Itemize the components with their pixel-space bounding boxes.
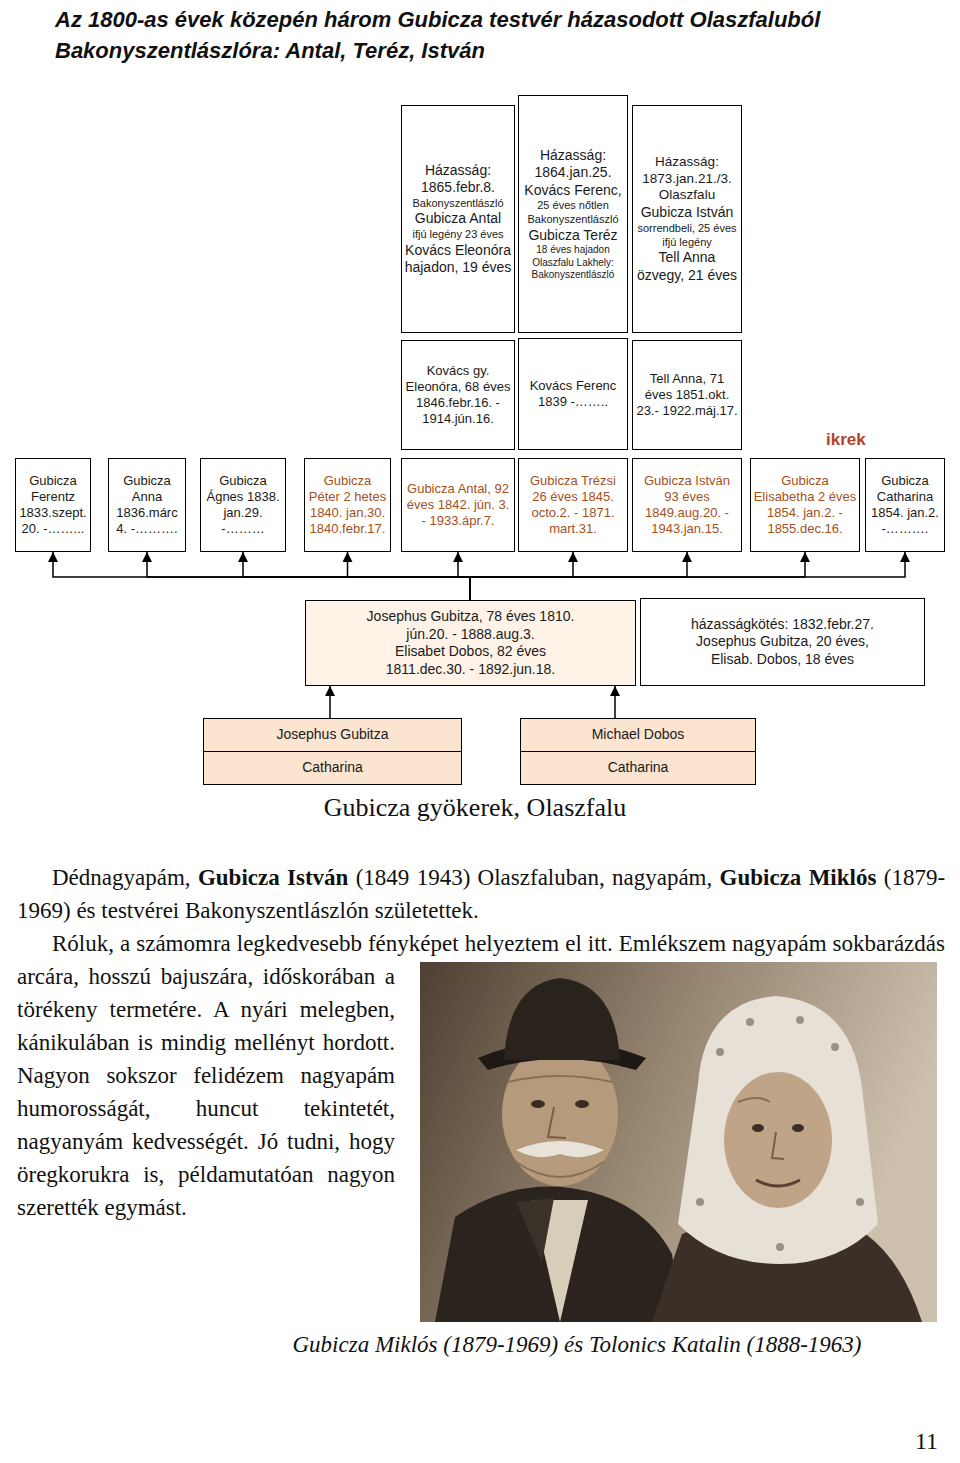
- connector: [329, 686, 331, 718]
- family-box: Kovács Ferenc 1839 -……..: [518, 338, 628, 450]
- family-box: házasságkötés: 1832.febr.27. Josephus Gu…: [640, 598, 925, 686]
- box-text: Gubicza Teréz: [521, 227, 625, 245]
- family-box: Gubicza Péter 2 hetes 1840. jan.30. 1840…: [304, 458, 391, 552]
- paragraph: Dédnagyapám, Gubicza István (1849 1943) …: [17, 861, 945, 927]
- page-number: 11: [915, 1428, 938, 1455]
- family-box: Josephus Gubitza, 78 éves 1810. jún.20. …: [305, 600, 636, 686]
- connector: [614, 686, 616, 718]
- body-text: (1849 1943) Olaszfaluban, nagyapám,: [356, 865, 713, 890]
- annotation: ikrek: [826, 430, 866, 450]
- box-text: 18 éves hajadon Olaszfalu Lakhely: Bakon…: [521, 244, 625, 282]
- family-box: Gubicza Elisabetha 2 éves 1854. jan.2. -…: [750, 458, 860, 552]
- box-text: Josephus Gubitza, 78 éves 1810. jún.20. …: [363, 608, 578, 643]
- diagram-caption: Gubicza gyökerek, Olaszfalu: [0, 792, 950, 824]
- box-text: Kovács gy. Eleonóra, 68 éves 1846.febr.1…: [404, 363, 512, 428]
- box-text: Házasság: 1864.jan.25.: [521, 147, 625, 182]
- connector: [53, 552, 470, 600]
- box-text: Kovács Eleonóra hajadon, 19 éves: [404, 242, 512, 277]
- body-text: Gubicza Miklós: [720, 865, 877, 890]
- family-box: Gubicza Antal, 92 éves 1842. jún. 3. - 1…: [401, 458, 515, 552]
- family-box: Michael DobosCatharina: [520, 718, 756, 785]
- family-box: Gubicza Ferentz 1833.szept. 20. -……...: [15, 458, 91, 552]
- connector: [243, 552, 470, 600]
- paragraph: Róluk, a számomra legkedvesebb fényképet…: [17, 927, 945, 1224]
- photo-caption: Gubicza Miklós (1879-1969) és Tolonics K…: [200, 1330, 954, 1360]
- box-text: Tell Anna, 71 éves 1851.okt. 23.- 1922.m…: [635, 371, 739, 420]
- box-text: Tell Anna özvegy, 21 éves: [635, 249, 739, 284]
- body-text: Dédnagyapám,: [52, 865, 191, 890]
- portrait-photo: [420, 962, 937, 1322]
- body-text: Dédnagyapám, Gubicza István (1849 1943) …: [17, 861, 945, 1326]
- connector: [348, 552, 471, 600]
- box-text: Catharina: [204, 751, 461, 784]
- box-text: sorrendbeli, 25 éves ifjú legény: [635, 222, 739, 250]
- family-box: Gubicza Trézsi 26 éves 1845. octo.2. - 1…: [518, 458, 628, 552]
- box-text: Gubicza Trézsi 26 éves 1845. octo.2. - 1…: [521, 473, 625, 538]
- box-text: Bakonyszentlászló: [521, 213, 625, 227]
- family-box: Házasság: 1864.jan.25.Kovács Ferenc,25 é…: [518, 95, 628, 333]
- family-box: Gubicza Catharina 1854. jan.2. -……….: [865, 458, 945, 552]
- box-text: Gubicza Ágnes 1838. jan.29. -………: [203, 473, 283, 538]
- connector: [470, 552, 687, 600]
- box-text: Gubicza Elisabetha 2 éves 1854. jan.2. -…: [753, 473, 857, 538]
- family-box: Kovács gy. Eleonóra, 68 éves 1846.febr.1…: [401, 340, 515, 450]
- box-text: Kovács Ferenc 1839 -……..: [521, 378, 625, 411]
- connector: [470, 552, 805, 600]
- box-text: 25 éves nőtlen: [521, 199, 625, 213]
- connector: [470, 552, 905, 600]
- box-text: Gubicza Péter 2 hetes 1840. jan.30. 1840…: [307, 473, 388, 538]
- family-box: Gubicza Ágnes 1838. jan.29. -………: [200, 458, 286, 552]
- box-text: ifjú legény 23 éves: [404, 228, 512, 242]
- family-box: Gubicza István 93 éves 1849.aug.20. - 19…: [632, 458, 742, 552]
- family-box: Házasság: 1873.jan.21./3. OlaszfaluGubic…: [632, 105, 742, 333]
- box-text: Gubicza Ferentz 1833.szept. 20. -……...: [18, 473, 88, 538]
- box-text: Josephus Gubitza: [204, 719, 461, 751]
- box-text: Catharina: [521, 751, 755, 784]
- box-text: Gubicza István 93 éves 1849.aug.20. - 19…: [635, 473, 739, 538]
- connector: [470, 552, 573, 600]
- connector: [458, 552, 470, 600]
- box-text: házasságkötés: 1832.febr.27. Josephus Gu…: [678, 616, 888, 669]
- box-text: Gubicza Antal, 92 éves 1842. jún. 3. - 1…: [404, 481, 512, 530]
- box-text: Gubicza Catharina 1854. jan.2. -……….: [868, 473, 942, 538]
- box-text: Házasság: 1873.jan.21./3. Olaszfalu: [635, 154, 739, 205]
- family-box: Gubicza Anna 1836.márc 4. -……….: [108, 458, 186, 552]
- box-text: Bakonyszentlászló: [404, 197, 512, 211]
- family-box: Josephus GubitzaCatharina: [203, 718, 462, 785]
- box-text: Gubicza Anna 1836.márc 4. -……….: [111, 473, 183, 538]
- box-text: Michael Dobos: [521, 719, 755, 751]
- box-text: Gubicza Antal: [404, 210, 512, 228]
- body-text: Gubicza István: [198, 865, 348, 890]
- box-text: Kovács Ferenc,: [521, 182, 625, 200]
- family-box: Tell Anna, 71 éves 1851.okt. 23.- 1922.m…: [632, 340, 742, 450]
- box-text: Házasság: 1865.febr.8.: [404, 162, 512, 197]
- box-text: Elisabet Dobos, 82 éves 1811.dec.30. - 1…: [363, 643, 578, 678]
- box-text: Gubicza István: [635, 204, 739, 222]
- connector: [147, 552, 470, 600]
- page-title: Az 1800-as évek közepén három Gubicza te…: [55, 4, 940, 66]
- family-box: Házasság: 1865.febr.8.BakonyszentlászlóG…: [401, 105, 515, 333]
